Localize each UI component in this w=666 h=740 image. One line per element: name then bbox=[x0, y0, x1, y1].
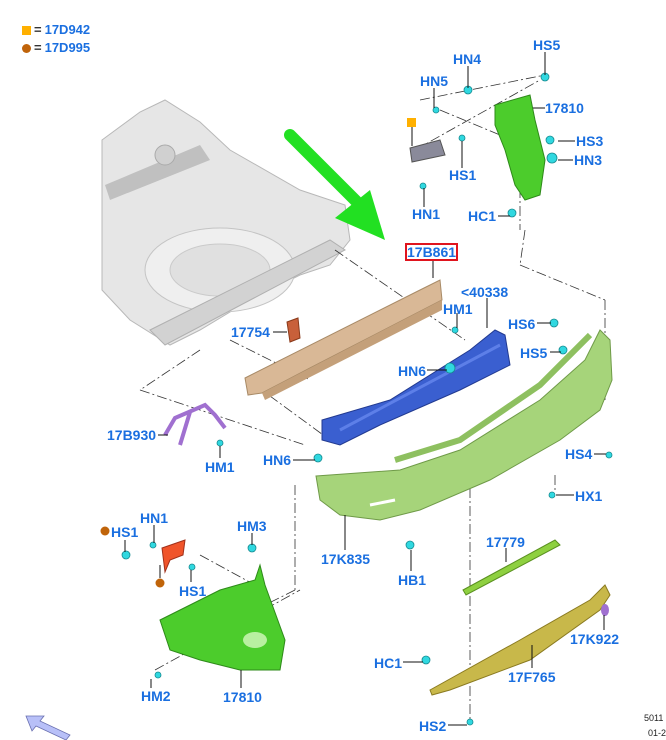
bracket-17d995[interactable] bbox=[161, 539, 186, 574]
callout-hm1[interactable]: HM1 bbox=[205, 459, 235, 475]
brown-circle-marker-icon bbox=[155, 578, 165, 588]
callout-hs1[interactable]: HS1 bbox=[111, 524, 139, 540]
callout-hb1[interactable]: HB1 bbox=[398, 572, 427, 588]
clip-17k922[interactable] bbox=[601, 604, 609, 616]
illustration-reference-date: 01-2 bbox=[648, 728, 666, 738]
callout-hn1[interactable]: HN1 bbox=[140, 510, 169, 526]
side-bracket-17810-lower[interactable] bbox=[159, 563, 286, 671]
callout-17b861-highlighted[interactable]: 17B861 bbox=[404, 243, 459, 261]
callout-40338[interactable]: <40338 bbox=[461, 284, 509, 300]
legend-part-number[interactable]: 17D995 bbox=[44, 40, 91, 55]
bumper-cover-17k835[interactable] bbox=[315, 329, 613, 521]
bumper-reinforcement-beam[interactable] bbox=[321, 329, 511, 446]
illustration-reference-code: 5011 bbox=[644, 713, 664, 723]
callout-17b930[interactable]: 17B930 bbox=[107, 427, 157, 443]
callout-hs5[interactable]: HS5 bbox=[520, 345, 548, 361]
callout-hn6[interactable]: HN6 bbox=[398, 363, 427, 379]
side-bracket-17810-upper[interactable] bbox=[494, 94, 546, 201]
callout-hs4[interactable]: HS4 bbox=[565, 446, 593, 462]
up-left-arrow-icon[interactable] bbox=[25, 715, 71, 740]
energy-absorber-17b861[interactable] bbox=[244, 279, 443, 400]
callout-hs2[interactable]: HS2 bbox=[419, 718, 447, 734]
callout-hn4[interactable]: HN4 bbox=[453, 51, 482, 67]
callout-hs6[interactable]: HS6 bbox=[508, 316, 536, 332]
bracket-17b930[interactable] bbox=[163, 402, 227, 446]
callout-hm3[interactable]: HM3 bbox=[237, 518, 267, 534]
callout-17k835[interactable]: 17K835 bbox=[321, 551, 371, 567]
trim-strip-17779[interactable] bbox=[462, 539, 561, 596]
brown-circle-marker-icon bbox=[22, 43, 31, 53]
orange-square-marker-icon bbox=[22, 25, 31, 35]
callout-hc1[interactable]: HC1 bbox=[374, 655, 403, 671]
construction-lines bbox=[139, 74, 606, 720]
leader-lines bbox=[124, 52, 606, 726]
legend-part-number[interactable]: 17D942 bbox=[44, 22, 91, 37]
callout-hn5[interactable]: HN5 bbox=[420, 73, 449, 89]
callout-hm2[interactable]: HM2 bbox=[141, 688, 171, 704]
callout-hx1[interactable]: HX1 bbox=[575, 488, 603, 504]
rear-floor-pan bbox=[101, 99, 351, 346]
callout-hs3[interactable]: HS3 bbox=[576, 133, 604, 149]
callout-hn6[interactable]: HN6 bbox=[263, 452, 292, 468]
callout-hn1[interactable]: HN1 bbox=[412, 206, 441, 222]
callout-17779[interactable]: 17779 bbox=[486, 534, 525, 550]
callout-17f765[interactable]: 17F765 bbox=[508, 669, 556, 685]
callout-17810[interactable]: 17810 bbox=[545, 100, 584, 116]
callout-hs5[interactable]: HS5 bbox=[533, 37, 561, 53]
legend-item-17d942: = 17D942 bbox=[22, 23, 90, 37]
callout-17k922[interactable]: 17K922 bbox=[570, 631, 620, 647]
bracket-17754[interactable] bbox=[286, 317, 301, 343]
fasteners bbox=[121, 72, 613, 726]
callout-hs1[interactable]: HS1 bbox=[449, 167, 477, 183]
callout-hn3[interactable]: HN3 bbox=[574, 152, 603, 168]
callout-hc1[interactable]: HC1 bbox=[468, 208, 497, 224]
brown-circle-marker-icon bbox=[100, 526, 110, 536]
callout-hs1[interactable]: HS1 bbox=[179, 583, 207, 599]
green-pointer-arrow-icon bbox=[284, 129, 385, 240]
callout-17810[interactable]: 17810 bbox=[223, 689, 262, 705]
callout-17754[interactable]: 17754 bbox=[231, 324, 270, 340]
clip-17d942[interactable] bbox=[409, 139, 446, 163]
step-pad-17f765[interactable] bbox=[429, 584, 611, 696]
callout-hm1[interactable]: HM1 bbox=[443, 301, 473, 317]
orange-square-marker-icon bbox=[407, 118, 416, 127]
legend-item-17d995: = 17D995 bbox=[22, 41, 90, 55]
